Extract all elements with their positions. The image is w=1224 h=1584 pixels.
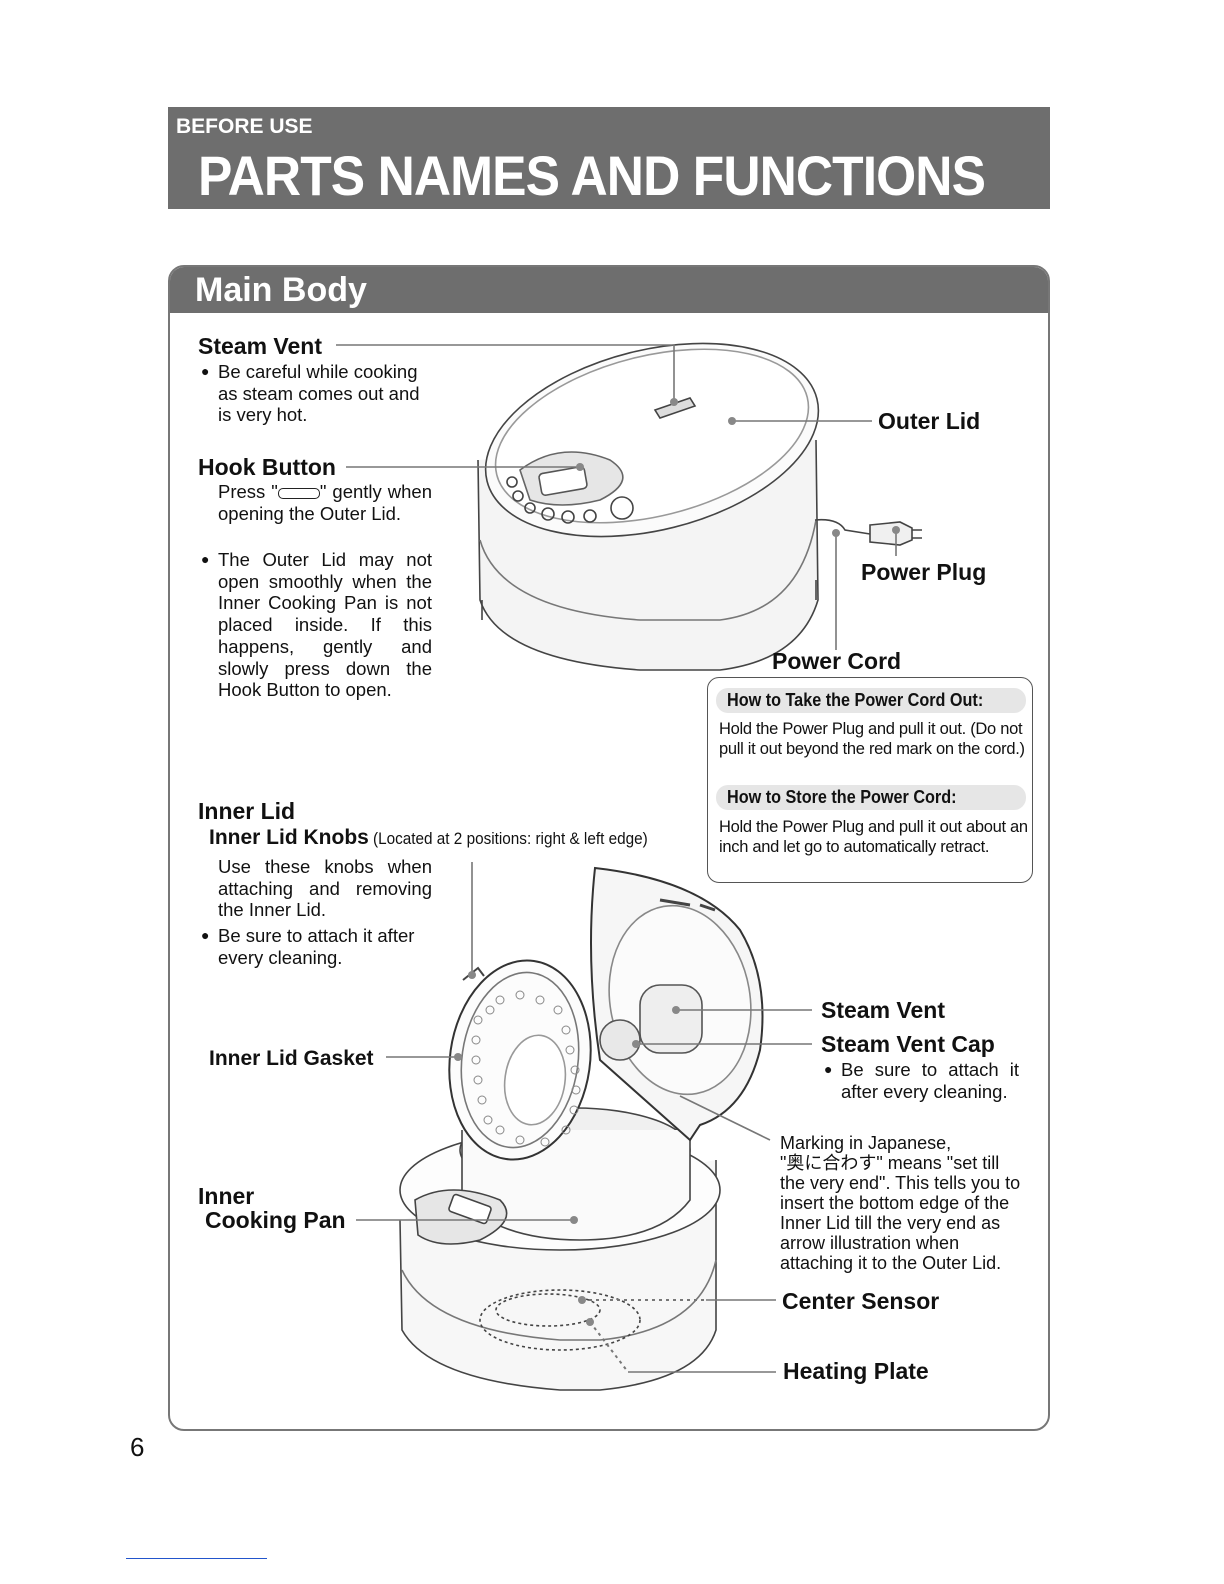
power-cord-label: Power Cord bbox=[772, 648, 901, 675]
marking-line-2: "奥に合わす" means "set till bbox=[780, 1153, 1036, 1173]
center-sensor-label: Center Sensor bbox=[782, 1288, 939, 1315]
steam-vent-text: Be careful while cooking as steam comes … bbox=[218, 361, 420, 425]
store-title: How to Store the Power Cord: bbox=[716, 785, 1026, 810]
marking-note: Marking in Japanese, "奥に合わす" means "set … bbox=[780, 1133, 1036, 1273]
steam-vent-bullet: ● Be careful while cooking as steam come… bbox=[218, 361, 438, 426]
hook-button-text-before: Press " bbox=[218, 481, 278, 502]
footer-rule bbox=[126, 1558, 267, 1559]
hook-button-bullet-text: The Outer Lid may not open smoothly when… bbox=[218, 549, 432, 700]
bullet-icon: ● bbox=[201, 925, 209, 947]
marking-line-2-rest: means "set till bbox=[883, 1153, 999, 1173]
power-cord-tips-box: How to Take the Power Cord Out: Hold the… bbox=[707, 677, 1033, 883]
inner-lid-bullet-text: Be sure to attach it after every cleanin… bbox=[218, 925, 414, 968]
steam-vent-cap-bullet: ● Be sure to attach it after every clean… bbox=[841, 1059, 1019, 1102]
hook-button-label: Hook Button bbox=[198, 454, 336, 481]
marking-japanese: "奥に合わす" bbox=[780, 1153, 883, 1173]
marking-line-1: Marking in Japanese, bbox=[780, 1133, 1036, 1153]
steam-vent-cap-bullet-text: Be sure to attach it after every cleanin… bbox=[841, 1059, 1019, 1102]
inner-lid-label: Inner Lid bbox=[198, 798, 295, 825]
marking-rest: the very end". This tells you to insert … bbox=[780, 1173, 1036, 1273]
hook-button-icon bbox=[278, 488, 320, 499]
heating-plate-label: Heating Plate bbox=[783, 1358, 929, 1385]
steam-vent-label: Steam Vent bbox=[198, 333, 322, 360]
inner-cooking-pan-label-1: Inner bbox=[198, 1183, 254, 1210]
inner-lid-knobs-text: Use these knobs when attaching and remov… bbox=[218, 856, 432, 921]
take-out-text: Hold the Power Plug and pull it out. (Do… bbox=[719, 719, 1029, 759]
take-out-title: How to Take the Power Cord Out: bbox=[716, 688, 1026, 713]
page-number: 6 bbox=[130, 1432, 144, 1463]
inner-cooking-pan-label-2: Cooking Pan bbox=[205, 1207, 346, 1234]
inner-lid-bullet: ● Be sure to attach it after every clean… bbox=[218, 925, 438, 968]
bullet-icon: ● bbox=[824, 1059, 832, 1081]
steam-vent-cap-label: Steam Vent Cap bbox=[821, 1031, 995, 1058]
bullet-icon: ● bbox=[201, 549, 209, 571]
inner-lid-knobs-label: Inner Lid Knobs bbox=[209, 826, 369, 849]
power-plug-label: Power Plug bbox=[861, 559, 986, 586]
hook-button-text: Press "" gently when opening the Outer L… bbox=[218, 481, 432, 524]
steam-vent-lower-label: Steam Vent bbox=[821, 997, 945, 1024]
store-text: Hold the Power Plug and pull it out abou… bbox=[719, 817, 1029, 857]
bullet-icon: ● bbox=[201, 361, 209, 383]
inner-lid-gasket-label: Inner Lid Gasket bbox=[209, 1047, 374, 1071]
inner-lid-knobs-note: (Located at 2 positions: right & left ed… bbox=[373, 829, 648, 849]
hook-button-bullet: ● The Outer Lid may not open smoothly wh… bbox=[218, 549, 432, 701]
outer-lid-label: Outer Lid bbox=[878, 408, 980, 435]
inner-lid-knobs-heading: Inner Lid Knobs (Located at 2 positions:… bbox=[209, 826, 679, 850]
